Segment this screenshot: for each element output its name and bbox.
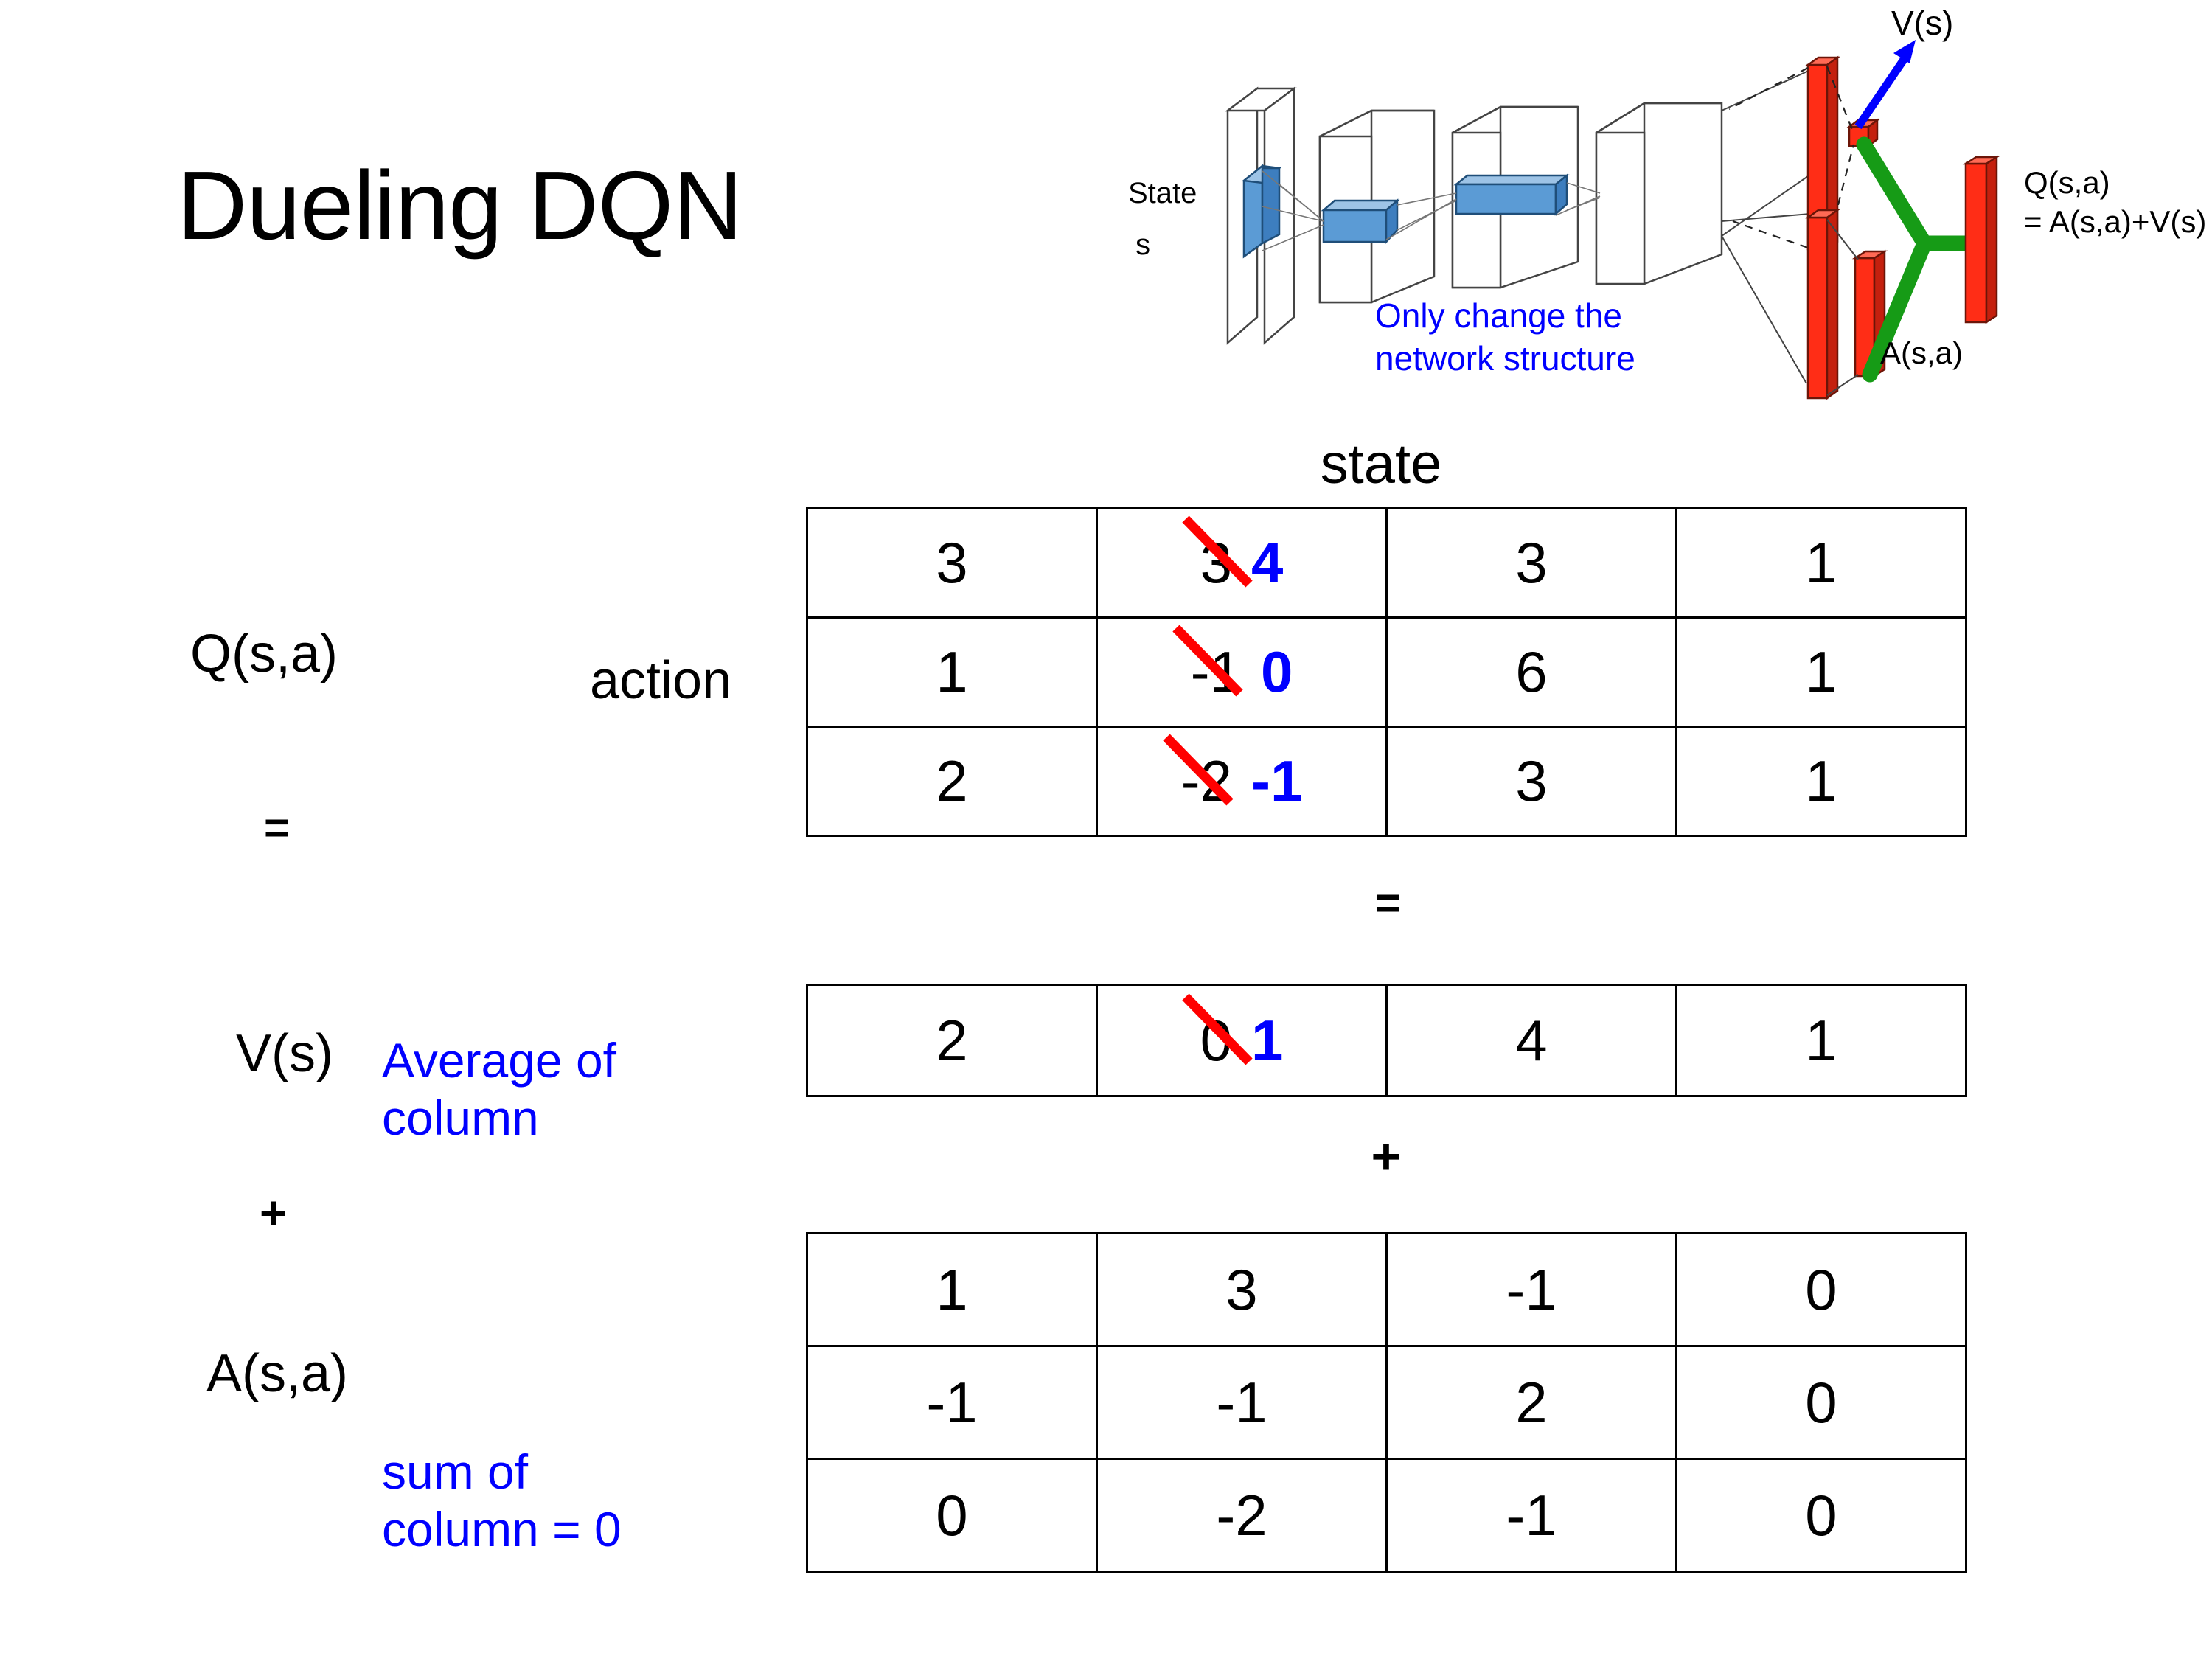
table-cell: -1 [1385, 1232, 1677, 1347]
diagram-state-sub-label: s [1135, 229, 1150, 261]
value-output-arrow-icon [1854, 40, 1916, 130]
diagram-value-output-label: V(s) [1891, 4, 1954, 42]
conv-filter-1-icon [1321, 198, 1400, 245]
plus-sign-between-tables: + [1371, 1127, 1402, 1185]
merge-connector-icon [1856, 136, 1973, 383]
dueling-network-diagram: State s V(s) Q(s,a) = A(s,a)+V(s) A(s,a)… [1099, 0, 2212, 413]
advantage-stream-bar-icon [1805, 208, 1840, 400]
edited-value-group: -1 0 [1172, 625, 1293, 706]
table-cell: -1 0 [1096, 616, 1388, 728]
state-axis-label: state [1320, 433, 1442, 495]
conv-filter-2-icon [1453, 173, 1570, 216]
corrected-value: -1 [1251, 748, 1303, 813]
connection-lines [1262, 170, 1601, 251]
table-cell: 2 [1385, 1345, 1677, 1460]
strikethrough-icon [1172, 625, 1243, 697]
stream-split-lines [1721, 69, 1818, 384]
struck-original-value: 3 [1181, 515, 1253, 597]
conv-block-3-icon [1595, 102, 1723, 285]
note-average-of-column: Average of column [382, 1033, 617, 1145]
table-cell: 1 [806, 1232, 1098, 1347]
struck-original-value: 0 [1181, 992, 1253, 1074]
table-cell: 1 [1675, 984, 1967, 1097]
diagram-advantage-output-label: A(s,a) [1880, 335, 1964, 370]
table-cell: 1 [1675, 616, 1967, 728]
table-cell: 4 [1385, 984, 1677, 1097]
table-cell: -1 [1385, 1458, 1677, 1573]
struck-original-value: -1 [1172, 625, 1243, 706]
table-cell: 0 [1675, 1345, 1967, 1460]
table-cell: -2 [1096, 1458, 1388, 1573]
equals-sign-upper: = [264, 803, 290, 852]
table-cell: 3 [1385, 726, 1677, 837]
table-cell: 2 [806, 984, 1098, 1097]
table-cell: 0 [806, 1458, 1098, 1573]
diagram-note: Only change the network structure [1375, 296, 1635, 378]
table-cell: 3 [1385, 507, 1677, 619]
corrected-value: 1 [1251, 1007, 1284, 1073]
table-cell: 3 [806, 507, 1098, 619]
plus-sign-left: + [260, 1186, 288, 1239]
q-function-label: Q(s,a) [190, 625, 338, 684]
table-cell: 0 [1675, 1232, 1967, 1347]
corrected-value: 0 [1260, 639, 1293, 704]
action-axis-label: action [590, 651, 732, 710]
network-diagram-svg [1225, 40, 2000, 400]
table-cell: -2 -1 [1096, 726, 1388, 837]
table-cell: 3 [1096, 1232, 1388, 1347]
advantage-links [1826, 219, 1859, 396]
strikethrough-icon [1181, 992, 1253, 1065]
struck-original-value: -2 [1162, 734, 1234, 815]
edited-value-group: -2 -1 [1162, 734, 1303, 815]
table-cell: -1 [806, 1345, 1098, 1460]
page-title: Dueling DQN [177, 151, 743, 260]
table-cell: 0 [1675, 1458, 1967, 1573]
strikethrough-icon [1181, 515, 1253, 588]
table-cell: 2 [806, 726, 1098, 837]
note-sum-of-column: sum of column = 0 [382, 1444, 622, 1557]
table-cell: 1 [1675, 726, 1967, 837]
diagram-q-output-label: Q(s,a) = A(s,a)+V(s) [2024, 165, 2207, 239]
a-function-label: A(s,a) [206, 1344, 349, 1403]
table-cell: 1 [1675, 507, 1967, 619]
q-output-bar-icon [1962, 155, 2000, 324]
v-function-label: V(s) [236, 1024, 333, 1083]
table-cell: 6 [1385, 616, 1677, 728]
diagram-state-label: State [1128, 177, 1197, 209]
input-filter-icon [1241, 164, 1281, 259]
table-cell: -1 [1096, 1345, 1388, 1460]
corrected-value: 4 [1251, 530, 1284, 595]
equals-sign-between-tables: = [1374, 878, 1400, 928]
strikethrough-icon [1162, 734, 1234, 806]
table-cell: 1 [806, 616, 1098, 728]
